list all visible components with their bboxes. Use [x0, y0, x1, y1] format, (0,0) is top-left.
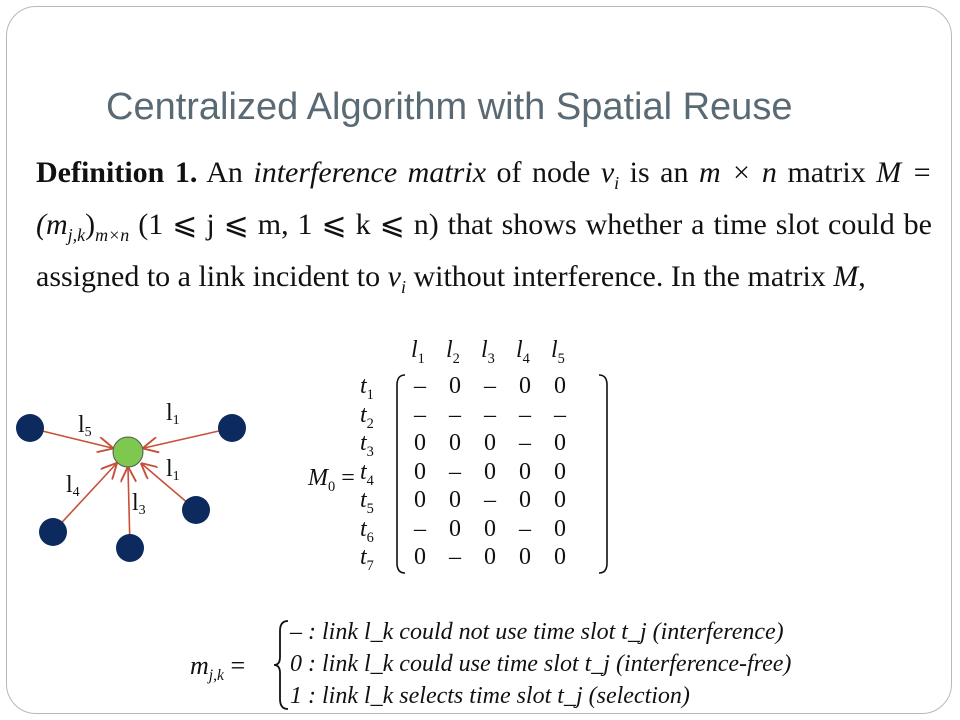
matrix-cell: –	[449, 401, 461, 428]
definition-text: that shows whether a time slot could be …	[36, 208, 932, 293]
case-brace	[273, 620, 289, 710]
matrix-cell: 0	[519, 458, 531, 485]
case-row-interference-free: 0 : link l_k could use time slot t_j (in…	[290, 651, 792, 677]
matrix-cell: 0	[449, 487, 461, 513]
node-top-right	[218, 414, 246, 442]
matrix-cell: 0	[519, 373, 531, 399]
matrix-name: M	[833, 260, 859, 293]
link-label-l3: l3	[132, 490, 146, 518]
slide-frame	[6, 6, 952, 714]
star-graph: l1 l5 l4 l3 l1	[16, 400, 246, 562]
matrix-cell: –	[519, 401, 531, 428]
edge-l5	[29, 427, 112, 448]
matrix-cell: –	[484, 487, 496, 513]
matrix-cell: –	[449, 544, 461, 570]
matrix-close: )	[85, 208, 96, 241]
matrix-cell: 0	[519, 487, 531, 513]
definition-text: is an	[619, 156, 700, 189]
matrix-row-header: t7	[360, 544, 374, 574]
matrix-cell: 0	[554, 515, 566, 542]
definition-text: ,	[858, 260, 866, 293]
matrix-cell: –	[519, 515, 531, 542]
matrix-cell: –	[414, 401, 426, 428]
node-bottom-left	[39, 518, 67, 546]
matrix-cell: 0	[484, 544, 496, 570]
matrix-cell: 0	[414, 544, 426, 570]
matrix-brackets	[396, 374, 608, 574]
matrix-row-header: t4	[360, 458, 374, 489]
node-bottom	[116, 534, 144, 562]
matrix-row-header: t1	[360, 373, 374, 403]
matrix-row-header: t5	[360, 487, 374, 517]
matrix-col-header: l2	[446, 337, 460, 367]
edge-l4	[52, 464, 116, 533]
matrix-cell: –	[519, 430, 531, 456]
matrix-dimensions: m × n	[699, 156, 777, 189]
definition-text: An	[197, 156, 254, 189]
matrix-col-header: l4	[516, 337, 530, 367]
matrix-expression: M = (m	[36, 156, 933, 241]
matrix-row-header: t3	[360, 430, 374, 460]
matrix-label: M0 =	[308, 465, 355, 495]
matrix-dim-subscript: m×n	[95, 225, 130, 245]
definition-text: of node	[486, 156, 601, 189]
definition-text: matrix	[776, 156, 877, 189]
matrix-cell: 0	[414, 487, 426, 513]
matrix-cell: 0	[554, 487, 566, 513]
matrix-col-header: l5	[551, 337, 565, 367]
index-range: (1 ⩽ j ⩽ m, 1 ⩽ k ⩽ n)	[129, 208, 439, 241]
node-subscript: i	[400, 277, 406, 297]
matrix-cell: –	[449, 458, 461, 485]
matrix-index: j,k	[67, 225, 86, 245]
link-label-l1-right: l1	[166, 456, 180, 484]
matrix-cell: –	[414, 515, 426, 542]
link-label-l4: l4	[66, 472, 80, 500]
matrix-cell: 0	[554, 458, 566, 485]
matrix-cell: –	[554, 401, 566, 428]
node-symbol: v	[600, 156, 615, 189]
matrix-cell: 0	[449, 373, 461, 399]
matrix-row-header: t6	[360, 515, 374, 546]
node-center	[112, 436, 144, 468]
node-symbol: v	[387, 260, 401, 293]
definition-text: without interference. In the matrix	[405, 260, 834, 293]
matrix-entry-definition: mj,k = – : link l_k could not use time s…	[190, 615, 910, 715]
matrix-cell: 0	[449, 515, 461, 542]
case-row-interference: – : link l_k could not use time slot t_j…	[290, 619, 784, 645]
matrix-cell: 0	[554, 373, 566, 399]
link-label-l5: l5	[78, 412, 92, 440]
node-top-left	[16, 414, 44, 442]
matrix-cell: 0	[449, 430, 461, 456]
case-row-selection: 1 : link l_k selects time slot t_j (sele…	[290, 683, 690, 709]
matrix-cell: 0	[519, 544, 531, 570]
matrix-row-header: t2	[360, 401, 374, 432]
matrix-cell: 0	[554, 430, 566, 456]
matrix-cell: –	[484, 373, 496, 399]
matrix-col-header: l3	[481, 337, 495, 367]
matrix-cell: 0	[554, 544, 566, 570]
matrix-cell: 0	[414, 458, 426, 485]
definition-term: interference matrix	[253, 156, 487, 189]
matrix-cell: –	[484, 401, 496, 428]
definition-label: Definition 1.	[36, 156, 198, 189]
matrix-col-header: l1	[411, 337, 425, 367]
node-right	[182, 496, 210, 524]
matrix-cell: –	[414, 373, 426, 399]
matrix-cell: 0	[484, 458, 496, 485]
matrix-cell: 0	[484, 430, 496, 456]
node-subscript: i	[614, 173, 620, 193]
edge-l1-top	[144, 427, 233, 448]
matrix-cell: 0	[484, 515, 496, 542]
definition-paragraph: Definition 1. An interference matrix of …	[36, 152, 932, 308]
link-label-l1-top: l1	[166, 400, 180, 428]
slide-title: Centralized Algorithm with Spatial Reuse	[106, 86, 793, 128]
matrix-cell: 0	[414, 430, 426, 456]
case-lhs: mj,k =	[190, 651, 246, 685]
